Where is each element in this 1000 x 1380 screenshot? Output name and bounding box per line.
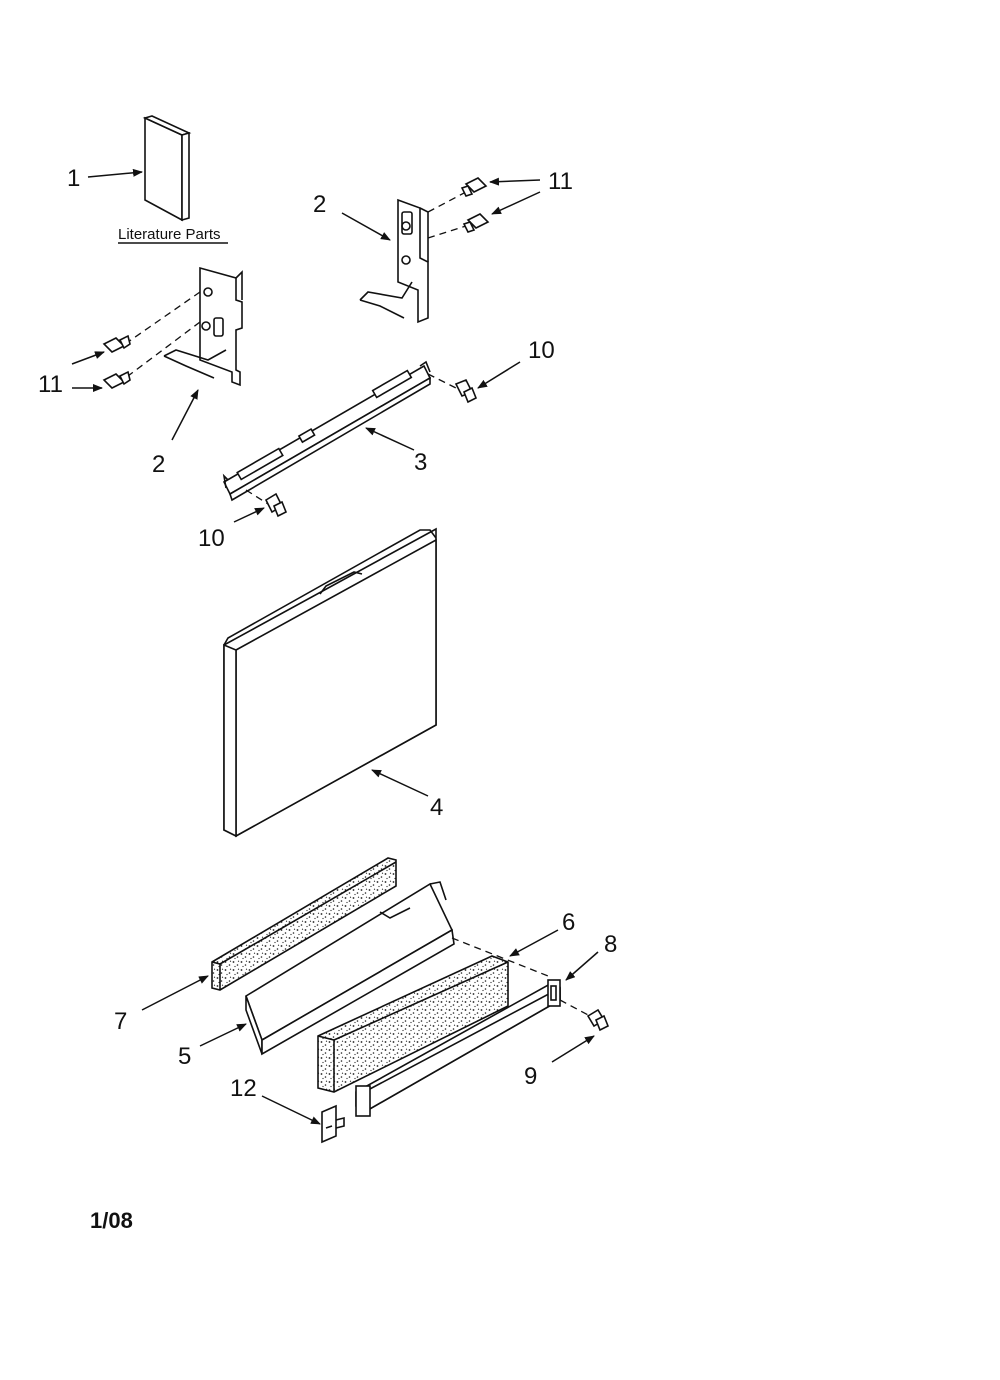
callout-1: 1: [67, 165, 80, 192]
leader-5: [199, 1023, 247, 1047]
leader-11a-bottom: [491, 191, 541, 215]
screw-11-left-a: [102, 334, 131, 353]
callout-10b: 10: [198, 525, 225, 552]
dash-11b-top: [127, 291, 201, 343]
leader-2b: [171, 389, 199, 441]
date-code: 1/08: [90, 1208, 133, 1233]
leader-3: [365, 427, 415, 451]
dash-11a-bottom: [427, 225, 467, 239]
upper-right-bracket: [359, 198, 429, 324]
leader-10a: [477, 361, 521, 389]
leader-4: [371, 769, 429, 797]
screw-11-left-b: [102, 370, 131, 389]
clip-12: [321, 1104, 345, 1144]
leader-2a: [341, 212, 391, 241]
dash-11b-bottom: [127, 321, 201, 377]
leader-11b-top: [71, 351, 105, 365]
leader-12: [261, 1095, 321, 1125]
leader-1: [87, 168, 143, 178]
door-panel: [223, 527, 437, 838]
trim-strip-8: [355, 979, 561, 1117]
callout-11b: 11: [38, 371, 63, 398]
leader-8: [565, 951, 599, 981]
leader-9: [551, 1035, 595, 1063]
callout-5: 5: [178, 1043, 191, 1070]
literature-parts-label: Literature Parts: [118, 226, 221, 243]
screw-9: [586, 1008, 610, 1032]
screw-10-left: [264, 492, 288, 518]
dash-10b: [245, 489, 269, 505]
callout-7: 7: [114, 1008, 127, 1035]
callout-6: 6: [562, 909, 575, 936]
screw-11-upper-a: [460, 177, 488, 197]
dash-9: [559, 999, 591, 1017]
callout-4: 4: [430, 794, 443, 821]
leader-7: [141, 975, 209, 1011]
leader-10b: [233, 507, 265, 523]
screw-11-upper-b: [462, 213, 490, 233]
toe-kick-channel: [245, 881, 455, 1056]
screw-10-right: [454, 378, 478, 404]
leader-11a-top: [489, 177, 541, 186]
dash-5-8: [451, 937, 549, 977]
callout-9: 9: [524, 1063, 537, 1090]
callout-2b: 2: [152, 451, 165, 478]
dash-11a-top: [427, 191, 467, 213]
callout-10a: 10: [528, 337, 555, 364]
callout-3: 3: [414, 449, 427, 476]
foam-strip-7: [211, 857, 397, 991]
callout-11a: 11: [548, 168, 573, 195]
leader-6: [509, 929, 559, 957]
literature-parts-booklet: [142, 115, 192, 222]
dash-10a: [427, 373, 457, 389]
callout-2a: 2: [313, 191, 326, 218]
mounting-rail: [222, 360, 432, 502]
left-bracket: [163, 266, 243, 387]
foam-block-6: [317, 955, 509, 1093]
callout-8: 8: [604, 931, 617, 958]
callout-12: 12: [230, 1075, 257, 1102]
